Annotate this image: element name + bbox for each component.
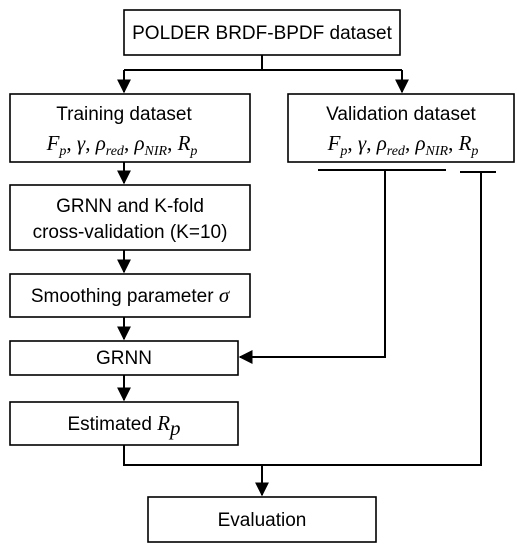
node-evaluation: Evaluation: [147, 496, 377, 543]
node-validation-label: Validation dataset: [326, 104, 476, 125]
node-dataset: POLDER BRDF-BPDF dataset: [123, 9, 401, 56]
node-estimated-label: Estimated Rp: [67, 411, 180, 440]
edge-estimated-merge: [123, 445, 262, 466]
node-grnn-kfold: GRNN and K-fold cross-validation (K=10): [9, 184, 251, 251]
node-evaluation-label: Evaluation: [218, 510, 307, 531]
node-validation: Validation dataset Fp, γ, ρred, ρNIR, Rp: [287, 93, 515, 173]
node-training: Training dataset Fp, γ, ρred, ρNIR, Rp: [9, 93, 251, 163]
node-grnn-kfold-line2: cross-validation (K=10): [33, 222, 228, 243]
node-estimated: Estimated Rp: [9, 401, 239, 446]
node-training-label: Training dataset: [56, 104, 192, 125]
training-variables: Fp, γ, ρred, ρNIR, Rp: [46, 131, 198, 159]
edge-validation-inputs-grnn: [238, 170, 386, 364]
edge-validation-rp-merge: [262, 172, 482, 466]
connectors: [117, 55, 482, 497]
node-grnn-label: GRNN: [96, 348, 152, 369]
node-grnn: GRNN: [9, 340, 239, 376]
node-grnn-kfold-line1: GRNN and K-fold: [56, 196, 204, 217]
node-dataset-label: POLDER BRDF-BPDF dataset: [132, 23, 392, 44]
validation-variables: Fp, γ, ρred, ρNIR, Rp: [327, 131, 479, 159]
edge-dataset-split: [124, 55, 402, 71]
node-smoothing-label: Smoothing parameter σ: [31, 283, 231, 307]
node-smoothing: Smoothing parameter σ: [9, 273, 251, 318]
